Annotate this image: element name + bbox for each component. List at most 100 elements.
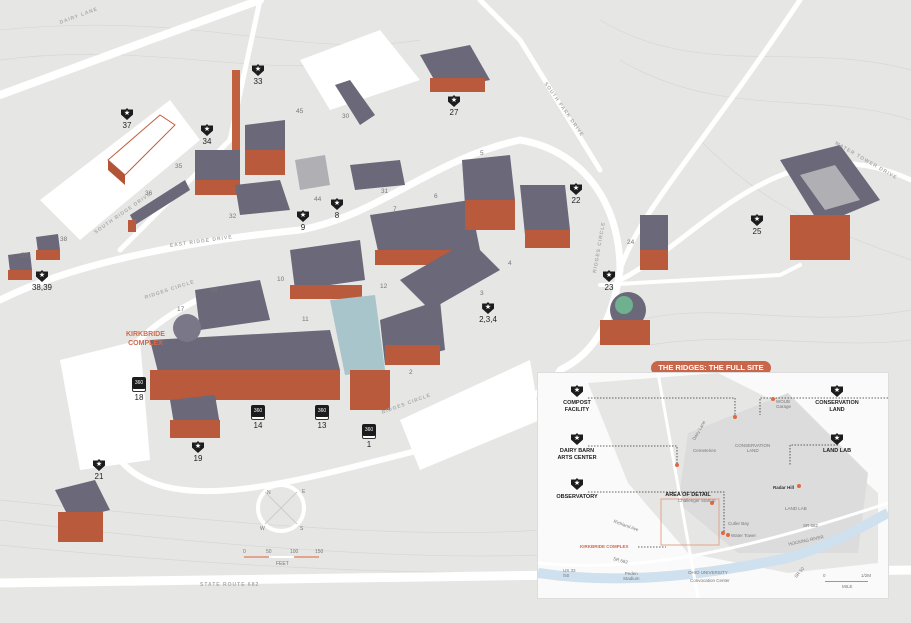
place-label: Water Tower bbox=[731, 533, 757, 538]
place-label: OHIO UNIVERSITY bbox=[688, 570, 728, 575]
compass-e: E bbox=[302, 489, 306, 495]
location-marker[interactable]: ★21 bbox=[93, 459, 105, 481]
scale-tick: 0 bbox=[243, 549, 246, 555]
location-marker[interactable]: ★2,3,4 bbox=[479, 302, 497, 324]
marker-label: 38,39 bbox=[31, 283, 53, 292]
observatory-label[interactable]: OBSERVATORY bbox=[556, 494, 598, 500]
star-icon: ★ bbox=[603, 270, 615, 282]
marker-label: 22 bbox=[571, 196, 581, 205]
compost-facility-label[interactable]: COMPOST FACILITY bbox=[563, 400, 591, 413]
dairy-barn-arts-center-label[interactable]: DAIRY BARN ARTS CENTER bbox=[557, 448, 597, 461]
compost-facility-icon: ★ bbox=[571, 385, 583, 397]
building-number[interactable]: 35 bbox=[175, 163, 183, 170]
marker-label: 13 bbox=[317, 421, 327, 430]
observatory-icon: ★ bbox=[571, 478, 583, 490]
building-number[interactable]: 10 bbox=[277, 276, 285, 283]
place-label: Cutler Bay bbox=[728, 521, 750, 526]
location-marker[interactable]: ★37 bbox=[121, 108, 133, 130]
location-dot bbox=[771, 397, 775, 401]
place-label: Convocation Center bbox=[690, 578, 730, 583]
360-icon: 360 bbox=[132, 377, 146, 389]
compass bbox=[256, 483, 306, 533]
building-number[interactable]: 36 bbox=[145, 190, 153, 197]
scale-tick: 50 bbox=[266, 549, 272, 555]
inset-scale-unit: MILE bbox=[842, 584, 853, 589]
compass-s: S bbox=[300, 526, 304, 532]
scale-tick: 150 bbox=[315, 549, 324, 555]
location-marker[interactable]: ★19 bbox=[192, 441, 204, 463]
star-icon: ★ bbox=[751, 214, 763, 226]
star-icon: ★ bbox=[36, 270, 48, 282]
location-marker[interactable]: ★22 bbox=[570, 183, 582, 205]
kirkbride-complex-inset-label[interactable]: KIRKBRIDE COMPLEX bbox=[580, 544, 629, 549]
marker-label: 23 bbox=[604, 283, 614, 292]
marker-label: 18 bbox=[134, 393, 144, 402]
place-label: Peden Stadium bbox=[623, 571, 640, 581]
360-icon: 360 bbox=[251, 405, 265, 417]
building-number[interactable]: 11 bbox=[302, 316, 309, 323]
kirkbride-complex-label: KIRKBRIDE COMPLEX bbox=[126, 331, 165, 347]
star-icon: ★ bbox=[331, 198, 343, 210]
building-number[interactable]: 30 bbox=[342, 113, 350, 120]
inset-scale-tick: 1/2M bbox=[861, 573, 872, 578]
location-marker[interactable]: ★8 bbox=[331, 198, 343, 220]
building-number[interactable]: 17 bbox=[177, 306, 185, 313]
place-label: Radar Hill bbox=[773, 485, 795, 490]
location-marker[interactable]: ★33 bbox=[252, 64, 264, 86]
building-number[interactable]: 31 bbox=[381, 188, 389, 195]
location-dot bbox=[726, 533, 730, 537]
scale-tick: 100 bbox=[290, 549, 299, 555]
star-icon: ★ bbox=[121, 108, 133, 120]
place-label: Cemeteries bbox=[693, 448, 717, 453]
building-number[interactable]: 12 bbox=[380, 283, 388, 290]
building-number[interactable]: 45 bbox=[296, 108, 304, 115]
building-number[interactable]: 24 bbox=[627, 239, 635, 246]
location-marker[interactable]: ★25 bbox=[751, 214, 763, 236]
building-number[interactable]: 16 bbox=[210, 287, 218, 294]
place-label: WOUB Garage bbox=[776, 399, 792, 409]
road-label: SR 682 bbox=[803, 523, 819, 528]
building-number[interactable]: 3 bbox=[480, 290, 484, 297]
inset-scale-tick: 0 bbox=[823, 573, 826, 578]
location-marker[interactable]: ★27 bbox=[448, 95, 460, 117]
place-label: Challenger Startup bbox=[678, 498, 716, 503]
conservation-land-label[interactable]: CONSERVATION LAND bbox=[815, 400, 859, 413]
location-dot bbox=[710, 501, 714, 505]
star-icon: ★ bbox=[93, 459, 105, 471]
scale-unit: FEET bbox=[276, 561, 289, 567]
location-dot bbox=[721, 531, 725, 535]
marker-label: 9 bbox=[300, 223, 306, 232]
dairy-barn-icon: ★ bbox=[571, 433, 583, 445]
building-number[interactable]: 32 bbox=[229, 213, 237, 220]
road-label: US 33 /50 bbox=[563, 568, 576, 578]
star-icon: ★ bbox=[252, 64, 264, 76]
building-number[interactable]: 5 bbox=[480, 150, 484, 157]
location-marker[interactable]: ★34 bbox=[201, 124, 213, 146]
building-number[interactable]: 39 bbox=[21, 252, 29, 259]
building-number[interactable]: 38 bbox=[60, 236, 68, 243]
building-number[interactable]: 44 bbox=[314, 196, 322, 203]
full-site-inset-map[interactable]: ★ COMPOST FACILITY ★ CONSERVATION LAND ★… bbox=[537, 372, 889, 599]
location-marker[interactable]: ★38,39 bbox=[32, 270, 52, 292]
location-dot bbox=[675, 463, 679, 467]
location-marker[interactable]: ★23 bbox=[603, 270, 615, 292]
building-number[interactable]: 2 bbox=[409, 369, 413, 376]
building-number[interactable]: 4 bbox=[508, 260, 512, 267]
building-number[interactable]: 6 bbox=[434, 193, 438, 200]
marker-label: 34 bbox=[202, 137, 212, 146]
marker-label: 37 bbox=[122, 121, 132, 130]
land-lab-label[interactable]: LAND LAB bbox=[822, 448, 852, 454]
location-dot bbox=[733, 415, 737, 419]
star-icon: ★ bbox=[481, 302, 494, 314]
360-icon: 360 bbox=[315, 405, 329, 417]
location-marker[interactable]: ★9 bbox=[297, 210, 309, 232]
building-number[interactable]: 7 bbox=[393, 206, 397, 213]
marker-label: 1 bbox=[366, 440, 372, 449]
marker-label: 14 bbox=[253, 421, 263, 430]
